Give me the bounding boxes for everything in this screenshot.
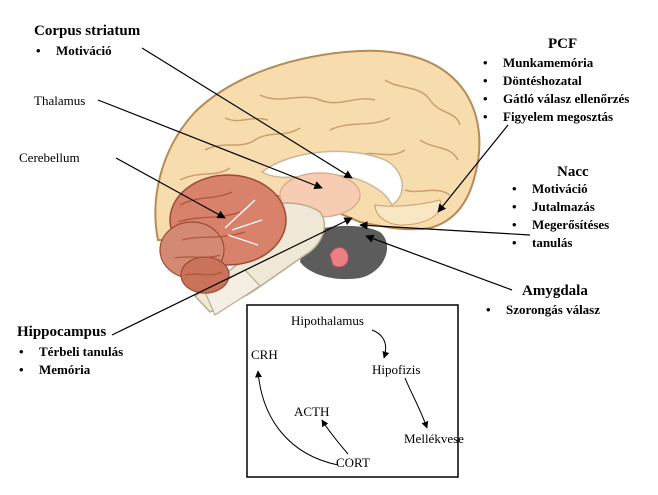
nacc-title: Nacc: [557, 164, 589, 180]
cerebellum-label: Cerebellum: [19, 150, 80, 165]
hpa-crh: CRH: [251, 347, 278, 362]
brainstem-lower: [204, 269, 261, 316]
hpa-hipofizis: Hipofizis: [372, 362, 421, 377]
cerebellum-region: [159, 174, 287, 294]
hpa-acth: ACTH: [294, 404, 330, 419]
amygdala-list: Szorongás válasz: [484, 301, 600, 319]
list-item: Gátló válasz ellenőrzés: [481, 90, 629, 108]
list-item: Szorongás válasz: [484, 301, 600, 319]
list-item: Döntéshozatal: [481, 72, 629, 90]
list-item: Motiváció: [510, 180, 609, 198]
corpus-striatum-title: Corpus striatum: [34, 23, 141, 39]
list-item: Munkamemória: [481, 54, 629, 72]
list-item: Megerősítéses: [510, 216, 609, 234]
pcf-list: Munkamemória Döntéshozatal Gátló válasz …: [481, 54, 629, 126]
leader-lines: [97, 47, 531, 336]
hpa-axis-arrows: [255, 329, 429, 466]
list-item: Memória: [17, 361, 123, 379]
list-item: Motiváció: [34, 42, 112, 60]
hpa-mellekvese: Mellékvese: [404, 431, 464, 446]
amygdala-title: Amygdala: [522, 283, 588, 299]
pcf-region: [374, 199, 442, 226]
nacc-list: Motiváció Jutalmazás Megerősítéses tanul…: [510, 180, 609, 252]
hpa-axis-box: [246, 304, 459, 478]
pcf-title: PCF: [548, 36, 578, 52]
hpa-cort: CORT: [336, 455, 370, 470]
corpus-striatum-list: Motiváció: [34, 42, 112, 60]
list-item: Jutalmazás: [510, 198, 609, 216]
amygdala-region: [329, 247, 349, 268]
hippocampus-list: Térbeli tanulás Memória: [17, 343, 123, 379]
list-item-continued: tanulás: [510, 234, 609, 252]
list-item: Figyelem megosztás: [481, 108, 629, 126]
thalamus-label: Thalamus: [34, 93, 86, 108]
hpa-hipothalamus: Hipothalamus: [291, 313, 364, 328]
hippocampus-title: Hippocampus: [17, 324, 107, 340]
cortex-gyri: [179, 79, 461, 196]
list-item: Térbeli tanulás: [17, 343, 123, 361]
